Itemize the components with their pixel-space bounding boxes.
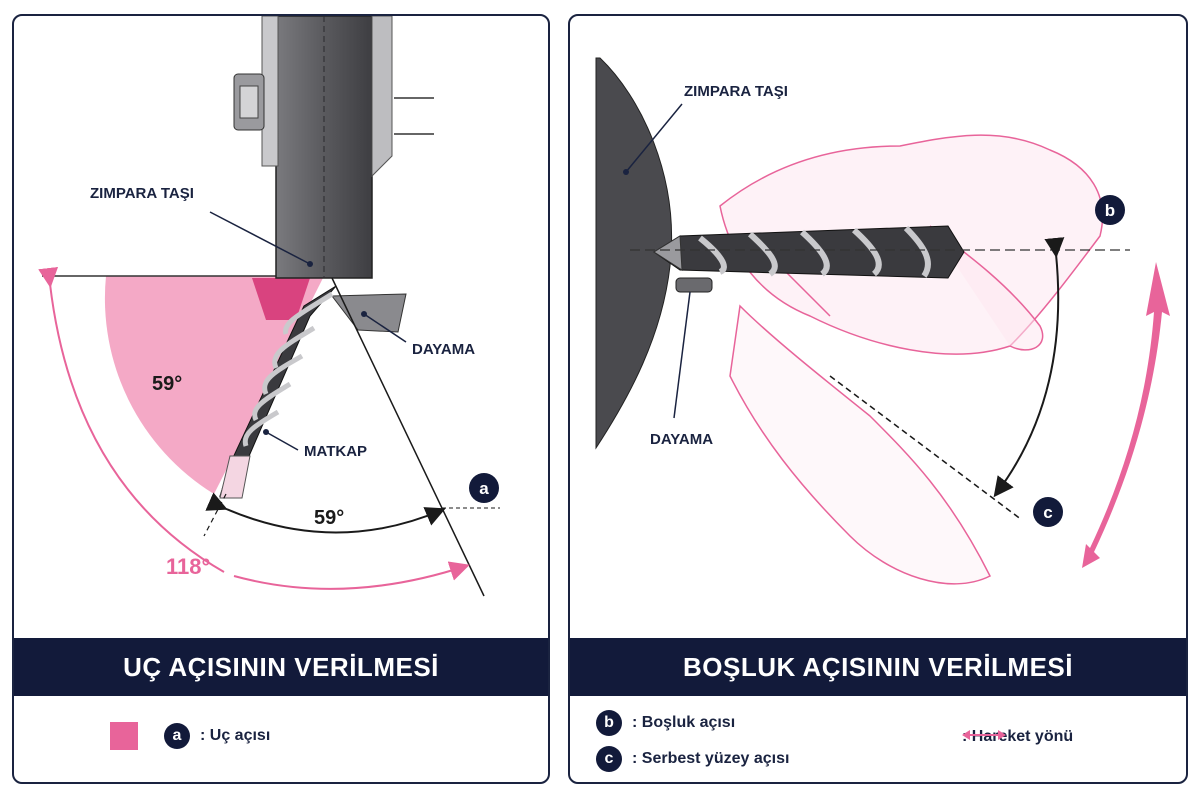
movement-arrow — [1082, 262, 1170, 568]
clearance-angle-arc — [993, 237, 1065, 498]
grinding-wheel-side — [595, 57, 673, 450]
clearance-line — [829, 375, 1023, 521]
tip-angle-illustration: ZIMPARA TAŞI DAYAMA MATKAP 59° 59° 118° … — [38, 16, 500, 597]
clearance-angle-banner: BOŞLUK AÇISININ VERİLMESİ — [570, 638, 1186, 696]
axis-guide-line — [203, 493, 227, 537]
drill-bit-side — [653, 225, 965, 279]
legend-marker-c: c — [596, 746, 622, 772]
rest-label-side: DAYAMA — [650, 431, 713, 448]
legend-text-b: : Boşluk açısı — [632, 714, 736, 731]
tip-angle-sector — [104, 276, 324, 494]
angle-arc-bottom — [205, 492, 446, 534]
svg-text:b: b — [1105, 201, 1115, 220]
tip-angle-legend: a : Uç açısı — [110, 722, 270, 750]
legend-text-c: : Serbest yüzey açısı — [632, 750, 790, 767]
angle-arc-total-left — [38, 266, 225, 573]
tip-angle-swatch — [110, 722, 138, 750]
tool-rest-side — [675, 277, 713, 293]
wheel-leader — [209, 211, 311, 265]
bottom-angle-label: 59° — [314, 507, 344, 529]
clearance-angle-panel: ZIMPARA TAŞI DAYAMA b c BOŞLUK AÇISININ … — [568, 14, 1188, 784]
tip-angle-banner: UÇ AÇISININ VERİLMESİ — [14, 638, 548, 696]
edge-guide-line — [331, 277, 485, 597]
double-arrow-icon — [962, 730, 1006, 740]
tip-angle-sector-dark — [252, 278, 310, 320]
clearance-legend-c: c : Serbest yüzey açısı — [596, 746, 789, 772]
marker-b — [1095, 195, 1125, 225]
marker-c — [1033, 497, 1063, 527]
svg-text:c: c — [1043, 503, 1052, 522]
wheel-label-side: ZIMPARA TAŞI — [684, 83, 788, 100]
inner-angle-label: 59° — [152, 373, 182, 395]
marker-a — [469, 473, 499, 503]
svg-text:a: a — [479, 479, 489, 498]
tip-angle-panel: ZIMPARA TAŞI DAYAMA MATKAP 59° 59° 118° … — [12, 14, 550, 784]
drill-leader — [265, 431, 299, 451]
drill-label: MATKAP — [304, 443, 367, 460]
rest-label: DAYAMA — [412, 341, 475, 358]
legend-marker-a: a — [164, 723, 190, 749]
wheel-label: ZIMPARA TAŞI — [90, 185, 194, 202]
legend-text-movement: : Hareket yönü — [962, 728, 1074, 745]
legend-text-a: : Uç açısı — [200, 727, 271, 744]
movement-legend: : Hareket yönü — [962, 728, 1073, 746]
rest-leader — [363, 313, 407, 343]
drill-bit — [219, 285, 337, 499]
clearance-legend-b: b : Boşluk açısı — [596, 710, 735, 736]
total-angle-label: 118° — [166, 554, 210, 579]
tool-rest — [331, 293, 407, 333]
legend-marker-b: b — [596, 710, 622, 736]
angle-arc-total-right — [233, 561, 470, 590]
clearance-angle-illustration: ZIMPARA TAŞI DAYAMA b c — [595, 57, 1170, 585]
grinding-wheel — [233, 16, 434, 279]
